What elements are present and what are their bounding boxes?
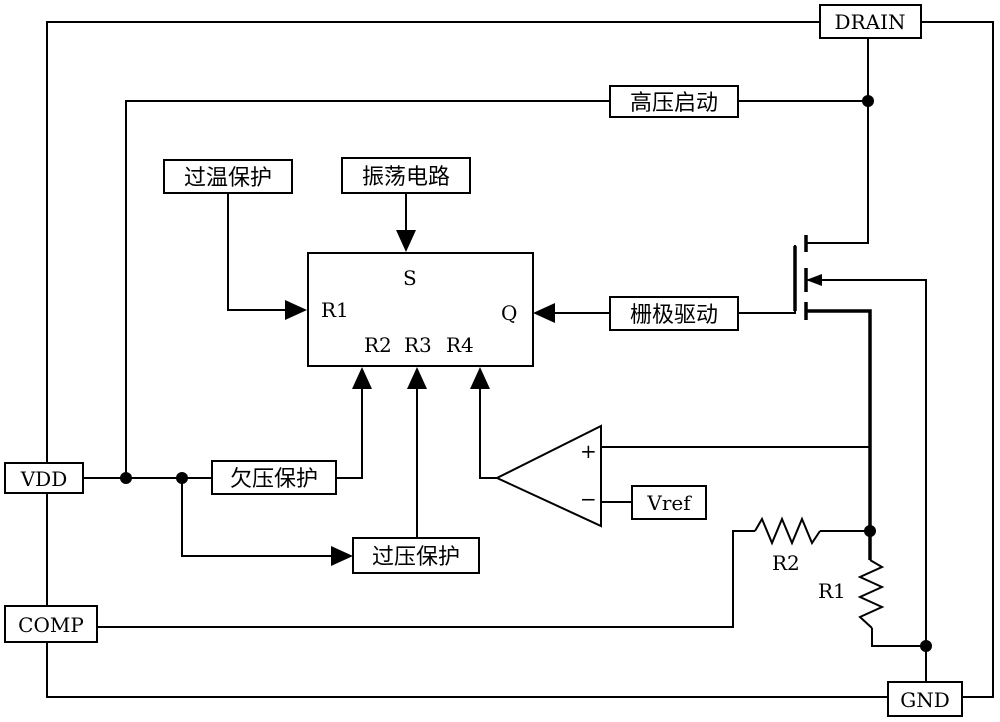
block-over-voltage: 过压保护	[352, 537, 480, 574]
arrow-vdd-ovp	[331, 546, 353, 566]
block-under-voltage-box	[211, 460, 337, 495]
wires	[46, 21, 994, 698]
wire-source-node	[806, 309, 872, 560]
arrow-uvp-r2	[352, 367, 372, 389]
comparator-plus-sign: +	[580, 439, 597, 463]
block-over-temp-box	[163, 159, 293, 194]
pin-drain-box	[819, 4, 922, 39]
wire-r1-gnd	[871, 628, 926, 647]
wire-hv-vdd	[125, 100, 610, 478]
junction-vdd-ovp	[176, 472, 188, 484]
block-high-voltage-start: 高压启动	[609, 85, 739, 118]
arrow-gd-q	[533, 303, 555, 323]
pin-gnd-label: GND	[900, 688, 950, 712]
arrow-otp-r1	[285, 300, 307, 320]
latch-r1-label: R1	[321, 298, 349, 322]
pin-vdd: VDD	[4, 462, 84, 494]
pin-comp-box	[4, 605, 98, 643]
pin-gnd-box	[887, 681, 963, 717]
wire-otp-r1	[227, 193, 287, 311]
wire-vdd-ovp	[181, 478, 333, 557]
junction-r2-r1	[864, 525, 876, 537]
latch-q-label: Q	[501, 301, 517, 325]
junction-drain-hv	[862, 95, 874, 107]
block-vref: Vref	[631, 485, 707, 520]
latch-r3-label: R3	[404, 333, 432, 357]
wire-comp-gnd-loop	[46, 642, 888, 698]
wire-drain-mosfet	[806, 38, 869, 244]
block-gate-driver-box	[609, 296, 739, 331]
wire-body-gnd	[820, 279, 927, 682]
block-under-voltage-label: 欠压保护	[230, 467, 318, 492]
block-oscillator-label: 振荡电路	[362, 165, 450, 190]
latch-r4-label: R4	[446, 333, 474, 357]
resistor-r1-label: R1	[818, 579, 846, 603]
pin-vdd-box	[4, 462, 84, 494]
mosfet-symbol	[793, 235, 830, 320]
resistor-r1-zigzag	[857, 559, 885, 629]
latch-r2-label: R2	[364, 333, 392, 357]
comparator-triangle	[494, 424, 602, 528]
block-over-voltage-label: 过压保护	[372, 545, 460, 570]
block-vref-box	[631, 485, 707, 520]
wire-comp-r2	[97, 530, 755, 628]
comparator-minus-sign: −	[580, 487, 597, 511]
comparator: + −	[494, 424, 602, 528]
wire-comp-r4	[479, 387, 497, 479]
arrow-osc-s	[396, 230, 416, 252]
mosfet-body-arrow	[806, 274, 822, 286]
pin-comp-label: COMP	[18, 613, 84, 637]
wire-vdd-top-loop	[46, 21, 820, 463]
latch-s-label: S	[403, 266, 417, 290]
arrow-ovp-r3	[407, 367, 427, 389]
pin-drain: DRAIN	[819, 4, 922, 39]
wire-drain-gnd-loop	[921, 21, 994, 698]
junction-dots	[120, 95, 932, 652]
pin-drain-label: DRAIN	[835, 10, 906, 34]
pin-vdd-label: VDD	[20, 467, 68, 491]
block-over-voltage-box	[352, 537, 480, 574]
resistor-r2-zigzag	[754, 516, 821, 546]
block-oscillator: 振荡电路	[341, 157, 471, 194]
block-over-temp: 过温保护	[163, 159, 293, 194]
block-gate-driver-label: 栅极驱动	[630, 303, 718, 328]
resistor-r2-label: R2	[772, 551, 800, 575]
junction-gnd	[920, 640, 932, 652]
block-over-temp-label: 过温保护	[184, 166, 272, 191]
wire-gd-gate	[738, 245, 796, 314]
junction-vdd-hv	[120, 472, 132, 484]
rs-latch: S R1 Q R2 R3 R4	[307, 252, 534, 367]
block-oscillator-box	[341, 157, 471, 194]
block-high-voltage-start-label: 高压启动	[630, 91, 718, 116]
block-under-voltage: 欠压保护	[211, 460, 337, 495]
arrow-cmp-r4	[470, 367, 490, 389]
block-high-voltage-start-box	[609, 85, 739, 118]
pin-comp: COMP	[4, 605, 98, 643]
latch-box	[307, 252, 534, 367]
pin-gnd: GND	[887, 681, 963, 717]
block-vref-label: Vref	[646, 491, 692, 515]
block-gate-driver: 栅极驱动	[609, 296, 739, 331]
wire-uvp-r2	[336, 387, 363, 479]
